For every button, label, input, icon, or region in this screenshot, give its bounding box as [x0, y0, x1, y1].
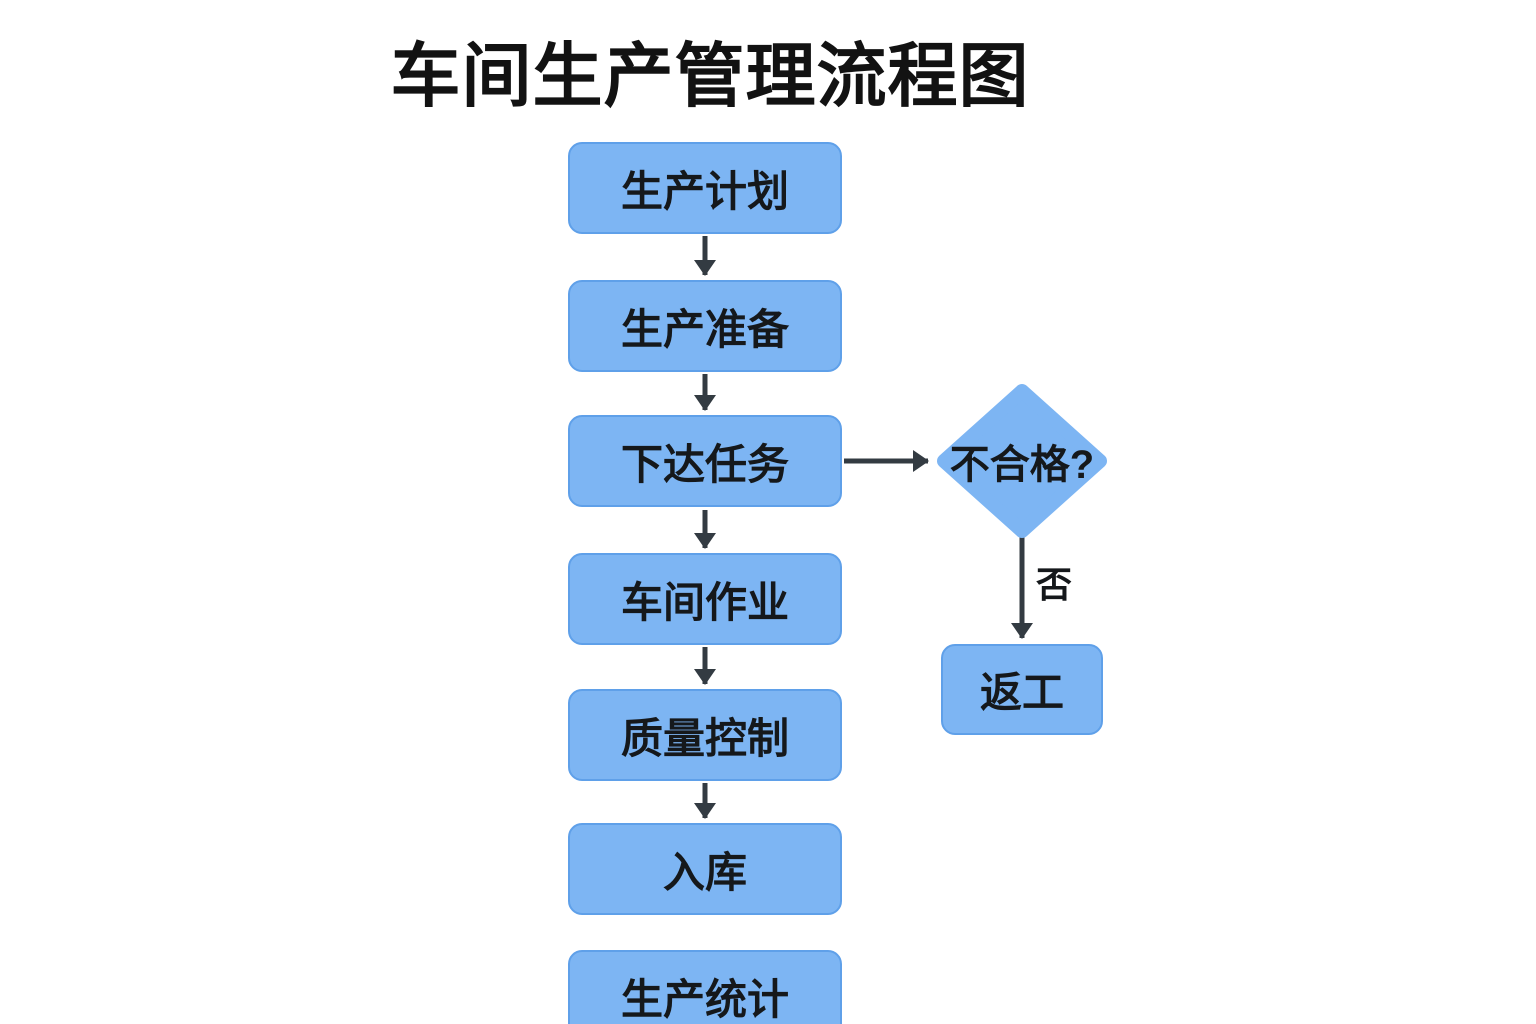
flow-step-quality-control: 质量控制 [568, 689, 842, 781]
flow-step-workshop-operations: 车间作业 [568, 553, 842, 645]
flow-step-label: 入库 [662, 848, 747, 896]
flow-step-label: 车间作业 [620, 578, 789, 626]
flow-step-production-statistics: 生产统计 [568, 950, 842, 1024]
flow-step-label: 下达任务 [620, 440, 789, 488]
decision-diamond-shape [937, 384, 1107, 538]
page-title: 车间生产管理流程图 [390, 37, 1030, 115]
flow-step-label: 生产计划 [620, 167, 789, 215]
decision-node-label: 不合格? [949, 443, 1095, 487]
branch-edge-label: 否 [1036, 564, 1073, 605]
flow-step-label: 生产统计 [620, 975, 789, 1023]
flow-step-label: 生产准备 [620, 305, 789, 353]
flow-step-rework: 返工 [941, 644, 1103, 735]
flow-step-label: 质量控制 [620, 714, 789, 762]
flow-step-production-prepare: 生产准备 [568, 280, 842, 372]
flow-step-label: 返工 [979, 669, 1064, 716]
flow-step-assign-tasks: 下达任务 [568, 415, 842, 507]
flow-step-warehousing: 入库 [568, 823, 842, 915]
flow-step-production-plan: 生产计划 [568, 142, 842, 234]
